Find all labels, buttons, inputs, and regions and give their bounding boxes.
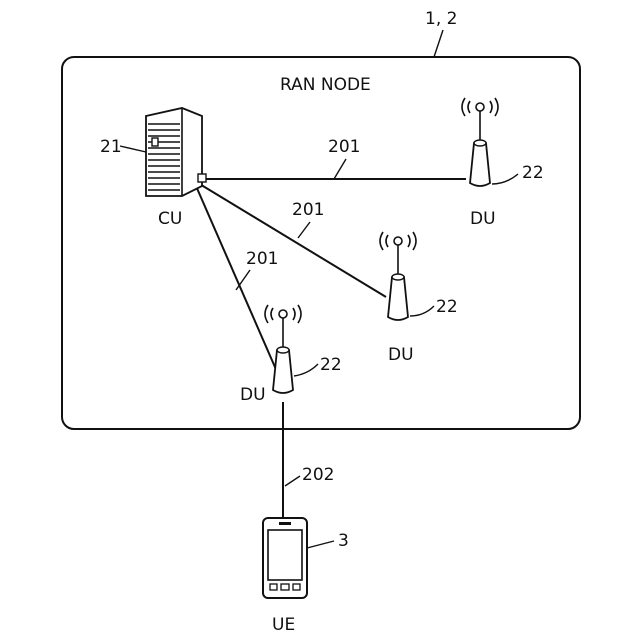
link-label-middle-leader xyxy=(298,222,310,238)
link-label-lower: 201 xyxy=(246,249,278,269)
link-label-top: 201 xyxy=(328,137,360,157)
link-label-lower-leader xyxy=(236,270,250,290)
link-label-radio-leader xyxy=(285,476,300,486)
cu-ref-label: 21 xyxy=(100,137,122,157)
cu-label: CU xyxy=(158,209,182,229)
cu-ref-leader xyxy=(120,146,146,152)
ue-label: UE xyxy=(272,615,295,635)
du-antenna-icon xyxy=(380,232,416,320)
ue-ref-label: 3 xyxy=(338,531,349,551)
link-label-middle: 201 xyxy=(292,200,324,220)
ue-ref-leader xyxy=(307,541,334,548)
du-antenna-icon xyxy=(265,305,301,393)
link-label-radio: 202 xyxy=(302,465,334,485)
du-antenna-icon xyxy=(462,98,498,186)
du-label-top: DU xyxy=(470,209,496,229)
du-ref-top: 22 xyxy=(522,163,544,183)
du-ref-top-leader xyxy=(492,174,518,184)
du-ref-lower: 22 xyxy=(320,355,342,375)
du-label-lower: DU xyxy=(240,385,266,405)
du-ref-lower-leader xyxy=(294,364,318,376)
link-label-top-leader xyxy=(334,159,346,179)
figure-ref-leader xyxy=(434,30,443,57)
figure-ref-label: 1, 2 xyxy=(425,9,457,29)
cu-server-icon xyxy=(146,108,206,196)
du-ref-middle: 22 xyxy=(436,297,458,317)
link-cu-du-lower xyxy=(196,186,278,374)
du-ref-middle-leader xyxy=(410,306,434,316)
ran-node-title: RAN NODE xyxy=(280,75,371,95)
du-label-middle: DU xyxy=(388,345,414,365)
ue-phone-icon xyxy=(263,518,307,598)
